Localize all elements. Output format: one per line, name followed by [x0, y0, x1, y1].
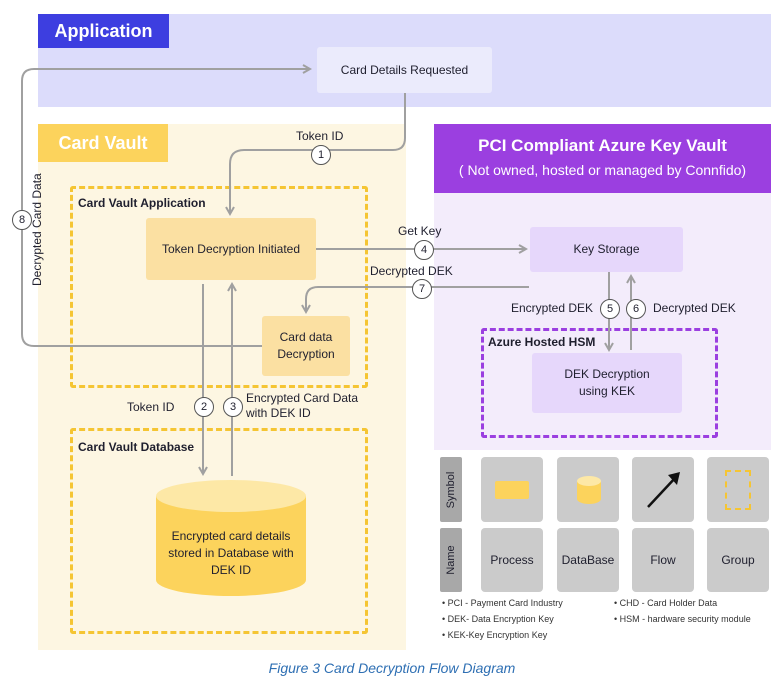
- legend-process-symbol: [481, 457, 543, 522]
- note-hsm: • HSM - hardware security module: [614, 614, 751, 624]
- database-label: Encrypted card details stored in Databas…: [168, 528, 294, 577]
- step-2-badge: 2: [194, 397, 214, 417]
- step-5-badge: 5: [600, 299, 620, 319]
- database-cylinder: [156, 480, 306, 596]
- step-3-badge: 3: [223, 397, 243, 417]
- application-title: Application: [38, 14, 169, 48]
- flow-7: [306, 286, 529, 312]
- step-7-badge: 7: [412, 279, 432, 299]
- legend-database-name: DataBase: [557, 528, 619, 592]
- card-data-decryption-node: Card data Decryption: [262, 316, 350, 376]
- flow-arrow-icon: [647, 472, 680, 508]
- step-1-label: Token ID: [296, 129, 344, 143]
- legend-group-symbol: [707, 457, 769, 522]
- legend-flow-symbol: [632, 457, 694, 522]
- note-kek-text: KEK-Key Encryption Key: [447, 630, 548, 640]
- figure-caption: Figure 3 Card Decryption Flow Diagram: [268, 660, 516, 676]
- card-vault-database-label: Card Vault Database: [78, 440, 195, 454]
- note-chd: • CHD - Card Holder Data: [614, 598, 718, 608]
- key-vault-header: PCI Compliant Azure Key Vault ( Not owne…: [434, 124, 771, 193]
- legend-flow-name: Flow: [632, 528, 694, 592]
- step-5-label: Encrypted DEK: [511, 301, 594, 315]
- azure-hosted-hsm-label: Azure Hosted HSM: [488, 335, 596, 349]
- step-6-label: Decrypted DEK: [653, 301, 736, 315]
- dek-decryption-node: DEK Decryption using KEK: [532, 353, 682, 413]
- legend-name-header: Name: [440, 528, 462, 592]
- key-storage-node: Key Storage: [530, 227, 683, 272]
- note-chd-text: CHD - Card Holder Data: [619, 598, 718, 608]
- step-6-badge: 6: [626, 299, 646, 319]
- note-kek: • KEK-Key Encryption Key: [442, 630, 548, 640]
- flow-8: [21, 69, 310, 347]
- key-vault-title: PCI Compliant Azure Key Vault: [478, 136, 727, 155]
- legend-symbol-label: Symbol: [445, 471, 457, 508]
- legend-name-label: Name: [445, 545, 457, 575]
- card-details-requested-node: Card Details Requested: [317, 47, 492, 93]
- legend-database-symbol: [557, 457, 619, 522]
- card-vault-title: Card Vault: [38, 124, 168, 162]
- note-dek-text: DEK- Data Encryption Key: [447, 614, 554, 624]
- note-dek: • DEK- Data Encryption Key: [442, 614, 554, 624]
- card-vault-database-group: [70, 428, 368, 634]
- step-3-label: Encrypted Card Data with DEK ID: [246, 391, 359, 420]
- step-7-label: Decrypted DEK: [370, 264, 453, 278]
- legend-symbol-header: Symbol: [440, 457, 462, 522]
- process-symbol-icon: [495, 481, 529, 499]
- token-decryption-node: Token Decryption Initiated: [146, 218, 316, 280]
- group-symbol-icon: [725, 470, 751, 510]
- step-2-label: Token ID: [127, 400, 175, 414]
- legend-process-name: Process: [481, 528, 543, 592]
- key-vault-subtitle: ( Not owned, hosted or managed by Connfi…: [458, 162, 747, 178]
- azure-hosted-hsm-group: [481, 328, 718, 438]
- step-1-badge: 1: [311, 145, 331, 165]
- note-pci-text: PCI - Payment Card Industry: [447, 598, 563, 608]
- note-pci: • PCI - Payment Card Industry: [442, 598, 563, 608]
- legend-group-name: Group: [707, 528, 769, 592]
- database-symbol-icon: [577, 476, 601, 504]
- note-hsm-text: HSM - hardware security module: [619, 614, 751, 624]
- step-8-label: Decrypted Card Data: [30, 173, 44, 286]
- step-8-badge: 8: [12, 210, 32, 230]
- card-vault-application-label: Card Vault Application: [78, 196, 206, 210]
- step-4-label: Get Key: [398, 224, 442, 238]
- step-4-badge: 4: [414, 240, 434, 260]
